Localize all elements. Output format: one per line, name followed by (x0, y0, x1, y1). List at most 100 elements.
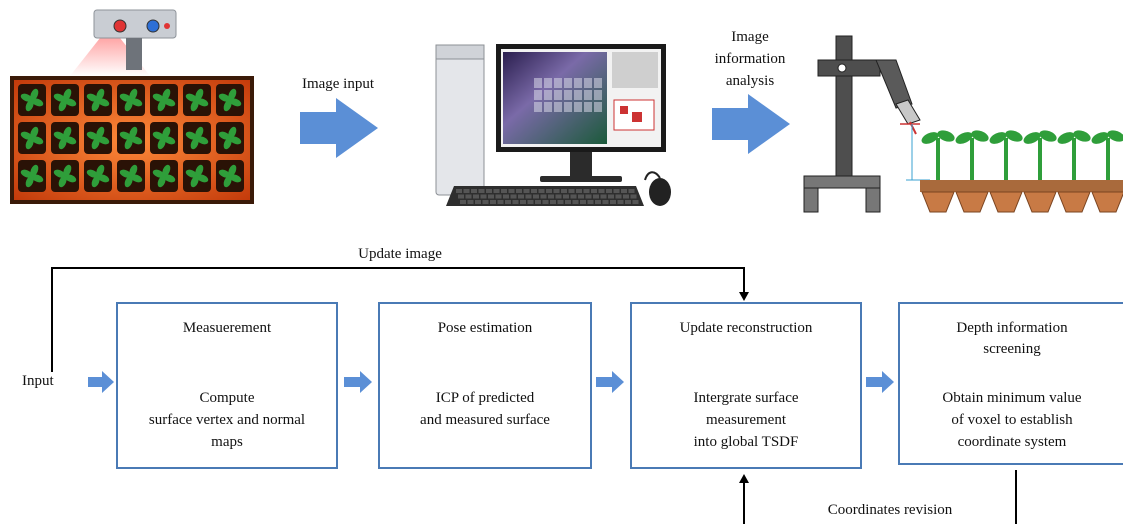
coordinates-revision-label: Coordinates revision (827, 502, 953, 518)
keyboard-key (583, 189, 590, 193)
seedling-leaf (130, 174, 143, 183)
keyboard-key (467, 200, 474, 204)
keyboard-key (516, 189, 522, 193)
keyboard-key (493, 189, 500, 193)
plant-leaf (971, 130, 989, 142)
plant-pot (1057, 191, 1091, 213)
seedling-leaf (53, 169, 66, 178)
keyboard-key (531, 189, 537, 193)
seedling-leaf (86, 93, 99, 102)
keyboard-key (621, 189, 627, 193)
keyboard-key (542, 200, 549, 204)
box-pose-line2: and measured surface (420, 412, 550, 428)
plant-leaf (1057, 132, 1075, 144)
seedling-leaf (229, 174, 242, 183)
coordinates-revision-line (739, 470, 1017, 524)
box-pose-title: Pose estimation (437, 320, 533, 336)
plant-leaf (1073, 130, 1091, 142)
seedling-leaf (185, 169, 198, 178)
seedling-leaf (119, 131, 132, 140)
seedling-leaf (129, 126, 138, 139)
seedling-leaf (58, 137, 67, 150)
seedling-leaf (64, 98, 77, 107)
image-info-label-line3: analysis (725, 73, 775, 89)
seedling-leaf (91, 175, 100, 188)
seedling-leaf (30, 88, 39, 101)
seedling-leaf (31, 174, 44, 183)
keyboard-key (456, 189, 462, 193)
screen-cell (584, 78, 592, 88)
seedling-leaf (223, 99, 232, 112)
screen-cell (594, 102, 602, 112)
seedling-leaf (218, 93, 231, 102)
keyboard-key (568, 189, 575, 193)
screen-cell (544, 102, 552, 112)
keyboard-key (535, 200, 541, 204)
keyboard-key (540, 194, 547, 199)
plant-leaf (1005, 130, 1023, 142)
keyboard-key (550, 200, 556, 204)
seedling-leaf (162, 126, 171, 139)
seedling-leaf (152, 93, 165, 102)
keyboard-key (523, 189, 530, 193)
image-info-label-line2: information (714, 51, 786, 67)
box-measurement-title: Measuerement (182, 320, 272, 336)
keyboard-key (546, 189, 552, 193)
keyboard-key (527, 200, 534, 204)
keyboard-key (632, 200, 639, 204)
seedling-leaf (53, 131, 66, 140)
seedling-leaf (223, 175, 232, 188)
plant-pot (1023, 191, 1057, 213)
seedling-leaf (96, 126, 105, 139)
box-measurement: Measuerement Compute surface vertex and … (116, 302, 338, 469)
seedling-leaf (228, 88, 237, 101)
flow-arrow-3-icon (866, 371, 894, 393)
keyboard-key (602, 200, 609, 204)
seedling-leaf (228, 164, 237, 177)
seedling-leaf (185, 131, 198, 140)
keyboard-key (593, 194, 599, 199)
seedling-leaf (218, 131, 231, 140)
keyboard-key (475, 200, 481, 204)
seedling-leaf (195, 126, 204, 139)
keyboard-key (460, 200, 466, 204)
keyboard-key (482, 200, 489, 204)
screen-cell (584, 102, 592, 112)
keyboard-key (623, 194, 629, 199)
seedling-leaf (163, 174, 176, 183)
keyboard-key (473, 194, 479, 199)
keyboard-key (610, 200, 616, 204)
plant-leaf (1091, 132, 1109, 144)
seedling-leaf (157, 137, 166, 150)
keyboard-key (587, 200, 594, 204)
plant-pot (921, 191, 955, 213)
box-depth-title-line2: screening (983, 341, 1041, 357)
screen-cell (534, 90, 542, 100)
keyboard-key (503, 194, 509, 199)
box-depth-line2: of voxel to establish (951, 412, 1073, 428)
seedling-leaf (223, 137, 232, 150)
seedling-leaf (64, 136, 77, 145)
screen-cell (564, 78, 572, 88)
seedling-leaf (96, 88, 105, 101)
seedling-leaf (31, 136, 44, 145)
keyboard-key (512, 200, 519, 204)
seedling-leaf (195, 88, 204, 101)
seedling-leaf (20, 169, 33, 178)
screen-cell (574, 102, 582, 112)
plant-leaf (955, 132, 973, 144)
seedling-leaf (119, 169, 132, 178)
box-update-line3: into global TSDF (693, 434, 799, 450)
plant-leaf (1039, 130, 1057, 142)
robot-arm-icon (803, 35, 930, 213)
screen-cell (594, 90, 602, 100)
box-update-reconstruction: Update reconstruction Intergrate surface… (630, 302, 862, 469)
seedling-leaf (130, 98, 143, 107)
screen-cell (574, 90, 582, 100)
keyboard-key (510, 194, 517, 199)
input-label: Input (22, 373, 54, 389)
keyboard-key (576, 189, 582, 193)
plant-leaf (1023, 132, 1041, 144)
seedling-leaf (196, 174, 209, 183)
